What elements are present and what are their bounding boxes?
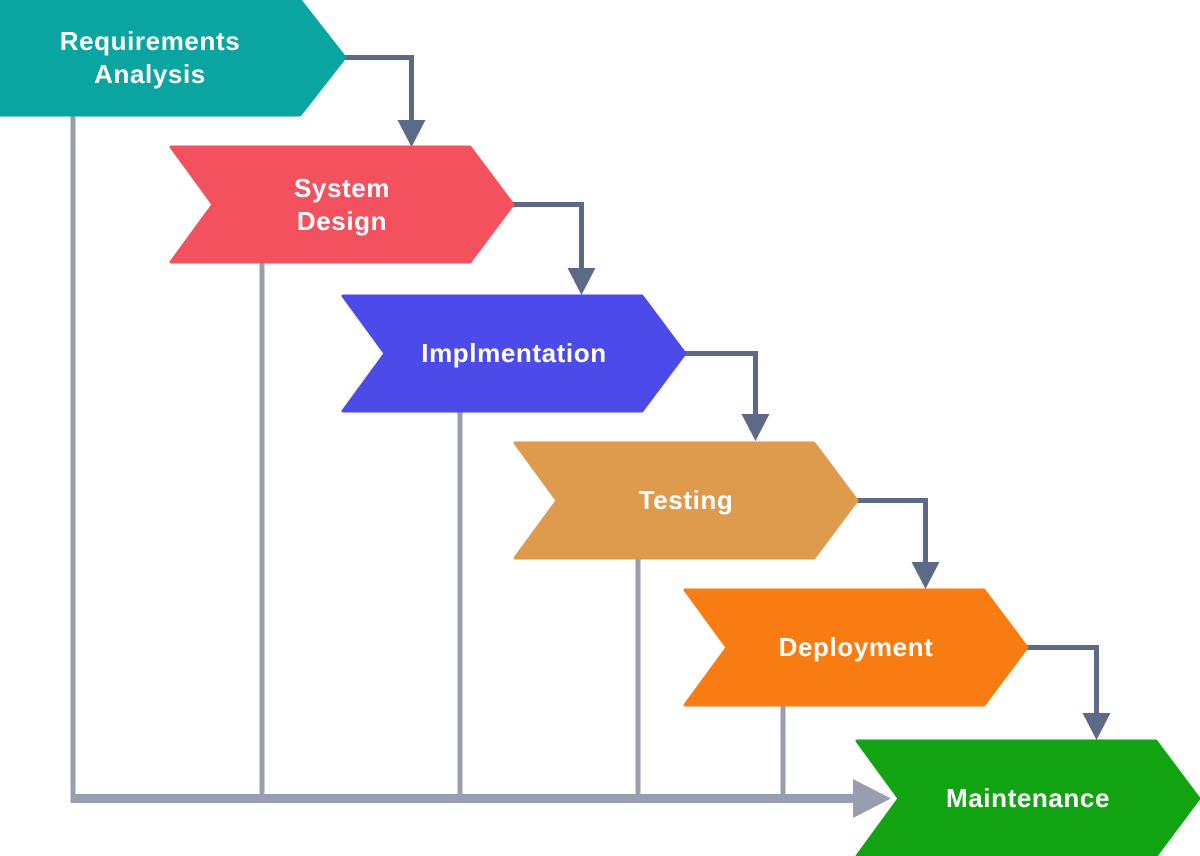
arrow-right-icon (853, 779, 891, 818)
phase-shape-requirements-analysis (0, 0, 347, 117)
phase-shape-system-design (169, 145, 515, 264)
connector-elbow-4 (857, 498, 928, 564)
connector-elbow-3 (685, 351, 758, 416)
arrow-down-icon (397, 120, 426, 147)
connector-elbow-1 (343, 55, 414, 122)
phase-shape-implementation (341, 294, 687, 413)
phase-shape-deployment (683, 588, 1029, 707)
arrow-down-icon (741, 414, 770, 441)
arrow-down-icon (1082, 713, 1111, 740)
arrow-down-icon (567, 268, 596, 295)
phase-shape-maintenance (855, 739, 1200, 856)
arrow-down-icon (911, 562, 940, 589)
connector-elbow-2 (513, 202, 584, 270)
connector-elbow-5 (1027, 645, 1099, 715)
phase-shape-testing (513, 441, 859, 560)
